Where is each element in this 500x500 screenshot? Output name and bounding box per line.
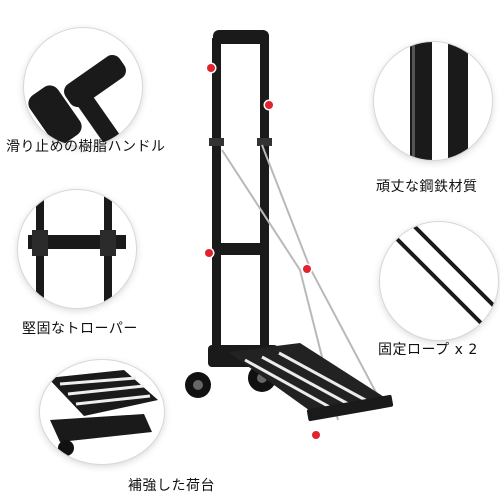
label-handle: 滑り止めの樹脂ハンドル bbox=[6, 139, 166, 155]
label-deck: 補強した荷台 bbox=[128, 478, 215, 494]
pole-collar-upper-left bbox=[209, 138, 224, 146]
steel-closeup-circle bbox=[374, 42, 492, 160]
trolley-right-upright bbox=[260, 38, 269, 358]
telescopic-pole-closeup-icon bbox=[28, 190, 126, 308]
rope-closeup-circle bbox=[380, 222, 498, 340]
deck-closeup-circle bbox=[40, 360, 164, 464]
label-rope: 固定ロープ x 2 bbox=[378, 342, 478, 358]
pole-collar-upper-right bbox=[257, 138, 272, 146]
marker-dot-steel bbox=[265, 101, 273, 109]
trolley-folding-deck bbox=[228, 343, 394, 422]
trolley-left-upright bbox=[212, 38, 221, 358]
trolley-handle-grip bbox=[213, 30, 269, 44]
pole-closeup-circle bbox=[18, 190, 136, 308]
handle-closeup-circle bbox=[24, 28, 142, 146]
label-pole: 堅固なトローパー bbox=[22, 321, 138, 337]
trolley-crossbar bbox=[212, 243, 269, 255]
steel-tube-closeup-icon bbox=[410, 42, 468, 160]
marker-dot-handle bbox=[207, 64, 215, 72]
bungee-cord-closeup-icon bbox=[388, 222, 498, 332]
marker-dot-deck bbox=[312, 431, 320, 439]
marker-dot-pole bbox=[205, 249, 213, 257]
marker-dot-rope bbox=[303, 265, 311, 273]
folding-deck-closeup-icon bbox=[48, 370, 158, 456]
grip-handle-closeup-icon bbox=[28, 54, 126, 146]
label-steel: 頑丈な鋼鉄材質 bbox=[376, 179, 478, 195]
